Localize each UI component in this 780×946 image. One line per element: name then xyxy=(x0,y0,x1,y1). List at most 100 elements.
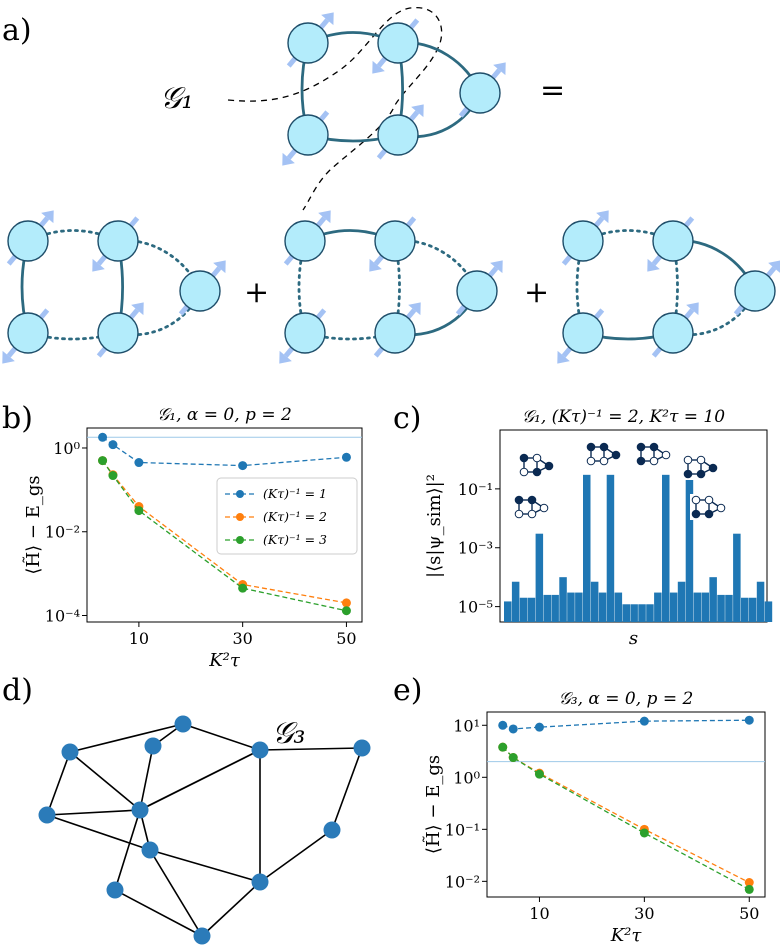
spin-arrow-head xyxy=(318,210,331,224)
data-point xyxy=(744,877,754,887)
series-line xyxy=(502,719,750,730)
graph-node xyxy=(144,737,162,755)
plus-sign-1: + xyxy=(244,275,269,310)
bar xyxy=(662,474,670,622)
bar xyxy=(646,604,654,622)
y-tick-label: 10⁰ xyxy=(453,768,480,787)
legend-marker xyxy=(236,490,244,498)
y-tick-label: 10⁻¹ xyxy=(445,820,480,839)
spin-node xyxy=(284,312,326,354)
legend-label: (Kτ)⁻¹ = 1 xyxy=(263,486,327,501)
data-point xyxy=(508,724,518,734)
panel-label-c: c) xyxy=(393,401,422,436)
bar xyxy=(638,604,646,622)
chart-c: 10⁻¹10⁻³10⁻⁵𝒢₁, (Kτ)⁻¹ = 2, K²τ = 10s|⟨s… xyxy=(424,407,773,649)
y-tick-label: 10⁻⁵ xyxy=(458,598,493,617)
graph-edge xyxy=(46,809,141,816)
graph-node xyxy=(251,741,269,759)
spin-node xyxy=(652,312,694,354)
inset-node xyxy=(696,455,706,465)
spin-term-2 xyxy=(279,210,503,364)
spin-graphs xyxy=(2,12,780,364)
inset-node xyxy=(716,503,726,513)
y-tick-label: 10⁻² xyxy=(445,872,480,891)
inset-node xyxy=(691,495,701,505)
spin-arrow-head xyxy=(490,260,503,274)
spin-arrow-head xyxy=(647,258,660,272)
graph-node xyxy=(174,715,192,733)
bar xyxy=(622,604,630,622)
spin-arrow-head xyxy=(411,104,424,118)
graph-edge xyxy=(331,747,363,831)
x-tick-label: 10 xyxy=(529,904,549,923)
data-point xyxy=(238,583,248,593)
spin-node xyxy=(287,22,329,64)
plot-frame xyxy=(486,711,766,898)
inset-node xyxy=(527,495,537,505)
chart-title: 𝒢₁, α = 0, p = 2 xyxy=(157,405,292,425)
graph-edge xyxy=(182,723,261,751)
graph-node xyxy=(353,739,371,757)
graph-edge xyxy=(46,751,71,816)
data-point xyxy=(238,461,248,471)
spin-arrow-head xyxy=(321,12,334,26)
spin-arrow-head xyxy=(596,210,609,224)
panel-label-d: d) xyxy=(2,673,33,708)
inset-node xyxy=(519,453,529,463)
data-point xyxy=(639,716,649,726)
bar xyxy=(677,581,686,622)
x-axis-label: s xyxy=(629,628,638,649)
inset-node xyxy=(544,461,554,471)
y-tick-label: 10¹ xyxy=(453,716,480,735)
bar xyxy=(543,594,551,622)
bar xyxy=(598,592,607,622)
data-point xyxy=(498,742,508,752)
x-tick-label: 30 xyxy=(232,629,252,648)
spin-arrow-head xyxy=(686,302,699,316)
graph-node xyxy=(323,821,341,839)
graph-edge xyxy=(114,889,203,937)
inset-node xyxy=(527,509,537,519)
bar xyxy=(575,592,583,622)
data-point xyxy=(508,753,518,763)
graph-edge xyxy=(69,751,141,811)
x-axis-label: K²τ xyxy=(610,925,643,946)
y-axis-label: ⟨H̃⟩ − E_gs xyxy=(22,475,44,574)
y-axis-label: |⟨s|ψ_sim⟩|² xyxy=(424,474,445,578)
inset-node xyxy=(683,469,693,479)
spin-node xyxy=(97,220,139,262)
graph-edge xyxy=(201,881,261,937)
graph-node xyxy=(251,873,269,891)
inset-node xyxy=(586,456,596,466)
bar xyxy=(764,601,773,622)
graph-edge xyxy=(149,849,261,883)
data-point xyxy=(639,828,649,838)
bar xyxy=(733,533,741,622)
bar xyxy=(630,604,638,622)
spin-term-3 xyxy=(557,210,780,364)
data-point xyxy=(744,884,754,894)
bar xyxy=(654,592,662,622)
cut-line xyxy=(227,7,443,211)
inset-node xyxy=(649,442,659,452)
legend-box xyxy=(216,477,358,555)
spin-node xyxy=(562,312,604,354)
graph-node xyxy=(141,841,159,859)
panel-label-b: b) xyxy=(2,401,33,436)
y-axis-label: ⟨H̃⟩ − E_gs xyxy=(422,755,444,854)
inset-node xyxy=(532,453,542,463)
inset-node xyxy=(704,495,714,505)
data-point xyxy=(108,440,118,450)
inset-node xyxy=(683,455,693,465)
graph-node xyxy=(106,881,124,899)
y-tick-label: 10⁻¹ xyxy=(458,480,493,499)
spin-node xyxy=(284,220,326,262)
spin-node xyxy=(179,270,221,312)
inset-node xyxy=(611,450,621,460)
y-tick-label: 10⁻² xyxy=(45,523,80,542)
bar xyxy=(590,581,599,622)
